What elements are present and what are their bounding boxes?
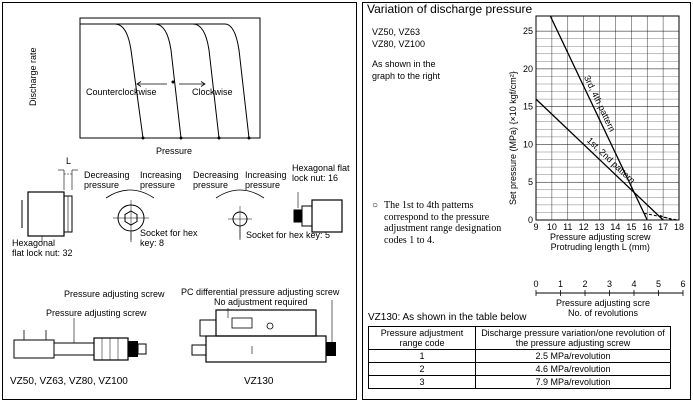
x-tick-label: 12: [579, 222, 589, 232]
x-tick-label: 11: [563, 222, 572, 232]
pressure-adjusting-screw-label-2: Pressure adjusting screw: [46, 308, 147, 318]
chart-xlabel: Pressure adjusting screw Protruding leng…: [550, 232, 651, 252]
discharge-flow-graph: [79, 17, 261, 140]
dim-L: L: [66, 156, 72, 166]
right-panel: [362, 2, 691, 400]
vz130-side-view: [293, 192, 343, 233]
flow-curve: [115, 23, 182, 139]
y-tick-label: 15: [523, 102, 533, 112]
flow-graph-ylabel: Discharge rate: [28, 47, 38, 106]
decreasing-pressure-label-1: Decreasing pressure: [84, 170, 130, 190]
counterclockwise-label: Counterclockwise: [86, 87, 157, 97]
x2-tick-label: 6: [680, 279, 685, 289]
x2-tick-label: 1: [558, 279, 563, 289]
flow-curve: [193, 23, 250, 139]
models-left-label: VZ50, VZ63, VZ80, VZ100: [10, 376, 128, 387]
hex-lock-nut-16-label: Hexagonal flat lock nut: 16: [292, 163, 350, 183]
x-tick-label: 10: [547, 222, 557, 232]
table-cell: 7.9 MPa/revolution: [475, 375, 671, 389]
panel-title: Variation of discharge pressure: [367, 2, 533, 16]
x2-tick-label: 0: [533, 279, 538, 289]
flow-curve: [80, 23, 144, 139]
x-tick-label: 9: [533, 222, 538, 232]
x-tick-label: 18: [674, 222, 684, 232]
table-header-row: Pressure adjustment range code Discharge…: [368, 326, 671, 350]
series-line: [535, 98, 664, 221]
socket-hex-key-8-label: Socket for hex key: 8: [140, 228, 198, 248]
vz50-screw-assembly: [13, 318, 147, 361]
model-vz130-label: VZ130: [244, 376, 274, 387]
socket-hex-key-5-label: Socket for hex key: 5: [246, 230, 331, 240]
no-adjustment-label: No adjustment required: [214, 297, 308, 307]
x2-tick-label: 3: [607, 279, 612, 289]
x-tick-label: 13: [595, 222, 605, 232]
chart-ylabel: Set pressure (MPa) {×10 kgf/cm²}: [508, 71, 518, 205]
series-line: [549, 15, 648, 221]
series-dashed-extension: [659, 214, 673, 221]
increasing-pressure-label-2: Increasing pressure: [245, 170, 287, 190]
series-dashed-extension: [643, 212, 678, 221]
table-header-variation: Discharge pressure variation/one revolut…: [475, 326, 671, 350]
x2-tick-label: 5: [656, 279, 661, 289]
y-tick-label: 25: [523, 26, 533, 36]
table-cell: 2.5 MPa/revolution: [475, 349, 671, 363]
table-cell: 3: [368, 375, 476, 389]
pressure-table: Pressure adjustment range code Discharge…: [368, 326, 671, 389]
x-tick-label: 14: [610, 222, 620, 232]
y-tick-label: 20: [523, 64, 533, 74]
table-header-code: Pressure adjustment range code: [368, 326, 476, 350]
table-cell: 1: [368, 349, 476, 363]
hex-lock-nut-32-label: Hexagonal flat lock nut: 32: [12, 238, 73, 258]
socket-5-view: [215, 189, 265, 240]
chart-x2label: Pressure adjusting scre No. of revolutio…: [556, 298, 651, 318]
y-tick-label: 0: [528, 215, 533, 225]
table-caption: VZ130: As shown in the table below: [368, 312, 527, 323]
table-cell: 2: [368, 362, 476, 376]
pressure-adjusting-screw-label-1: Pressure adjusting screw: [64, 289, 165, 299]
decreasing-pressure-label-2: Decreasing pressure: [193, 170, 239, 190]
left-panel: [2, 2, 357, 400]
clockwise-label: Clockwise: [192, 87, 233, 97]
vz130-assembly: [191, 300, 336, 363]
table-cell: 4.6 MPa/revolution: [475, 362, 671, 376]
table-row: 1 2.5 MPa/revolution: [368, 349, 671, 363]
patterns-note: The 1st to 4th patterns correspond to th…: [384, 200, 502, 246]
models-label: VZ50, VZ63 VZ80, VZ100: [372, 27, 426, 49]
x-tick-label: 15: [626, 222, 636, 232]
x-tick-label: 17: [658, 222, 668, 232]
circle-bullet-icon: ○: [372, 200, 379, 211]
y-tick-label: 10: [523, 139, 533, 149]
x-tick-label: 16: [642, 222, 652, 232]
flow-curve: [155, 23, 220, 139]
vz50-side-view: [21, 169, 78, 242]
pc-differential-screw-label: PC differential pressure adjusting screw: [181, 287, 340, 297]
socket-8-view: [105, 189, 155, 242]
table-row: 2 4.6 MPa/revolution: [368, 362, 671, 376]
x2-tick-label: 4: [631, 279, 636, 289]
adjustment-drawings: [13, 169, 343, 363]
table-row: 3 7.9 MPa/revolution: [368, 375, 671, 389]
x2-tick-label: 2: [582, 279, 587, 289]
increasing-pressure-label-1: Increasing pressure: [140, 170, 182, 190]
flow-graph-xlabel: Pressure: [156, 146, 193, 156]
graph-note: As shown in the graph to the right: [372, 59, 441, 81]
plot-frame: [535, 15, 680, 221]
y-tick-label: 5: [528, 177, 533, 187]
